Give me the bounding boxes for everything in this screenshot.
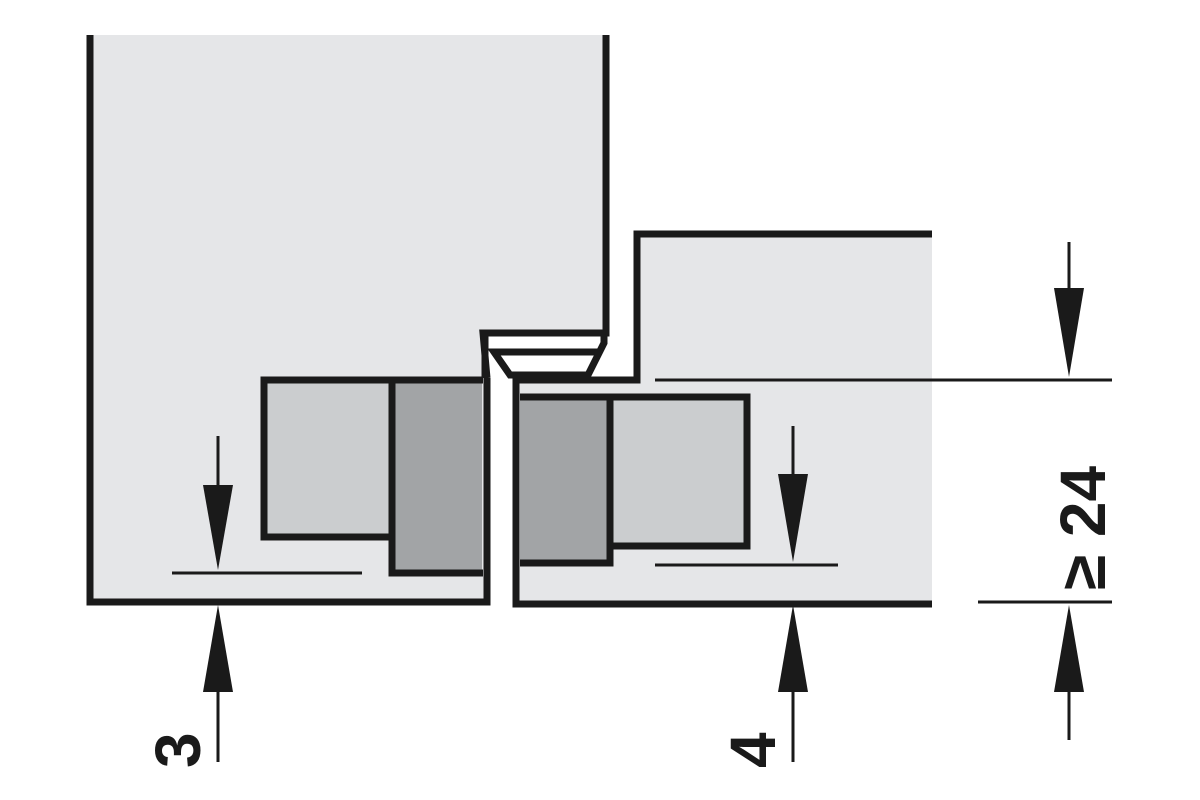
dimension-label-right: 4 (717, 732, 789, 768)
left-dimension-arrows (203, 436, 233, 762)
thickness-dimension-arrows (1054, 242, 1084, 740)
left-hinge-body (260, 376, 483, 577)
dimension-label-left: 3 (142, 732, 214, 768)
right-hinge-body (520, 393, 751, 567)
dimension-label-thickness: ≥ 24 (1047, 466, 1119, 591)
right-dimension-arrows (778, 426, 808, 762)
reference-lines (172, 378, 1112, 604)
hinge-knuckle (481, 329, 608, 379)
